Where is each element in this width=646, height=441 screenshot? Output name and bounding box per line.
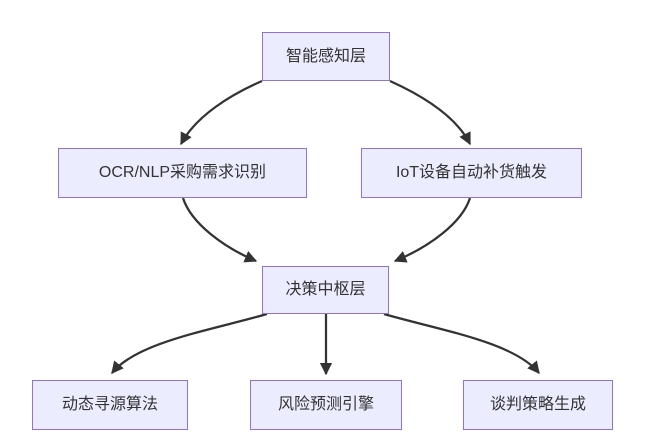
edge-perception-to-ocr: [180, 79, 263, 146]
node-negotiation-strategy: 谈判策略生成: [463, 380, 613, 430]
node-perception-layer: 智能感知层: [262, 32, 390, 81]
edge-perception-to-iot: [389, 79, 472, 146]
node-risk-prediction: 风险预测引擎: [250, 380, 402, 430]
node-decision-hub-layer: 决策中枢层: [262, 266, 389, 314]
edge-iot-to-decision: [393, 197, 472, 263]
node-dynamic-sourcing: 动态寻源算法: [32, 380, 188, 430]
edge-ocr-to-decision: [181, 197, 258, 263]
edge-decision-to-sourcing: [111, 312, 268, 374]
node-ocr-nlp-recognition: OCR/NLP采购需求识别: [58, 148, 307, 198]
node-iot-replenish-trigger: IoT设备自动补货触发: [361, 148, 582, 198]
edge-decision-to-negotiation: [383, 312, 540, 374]
